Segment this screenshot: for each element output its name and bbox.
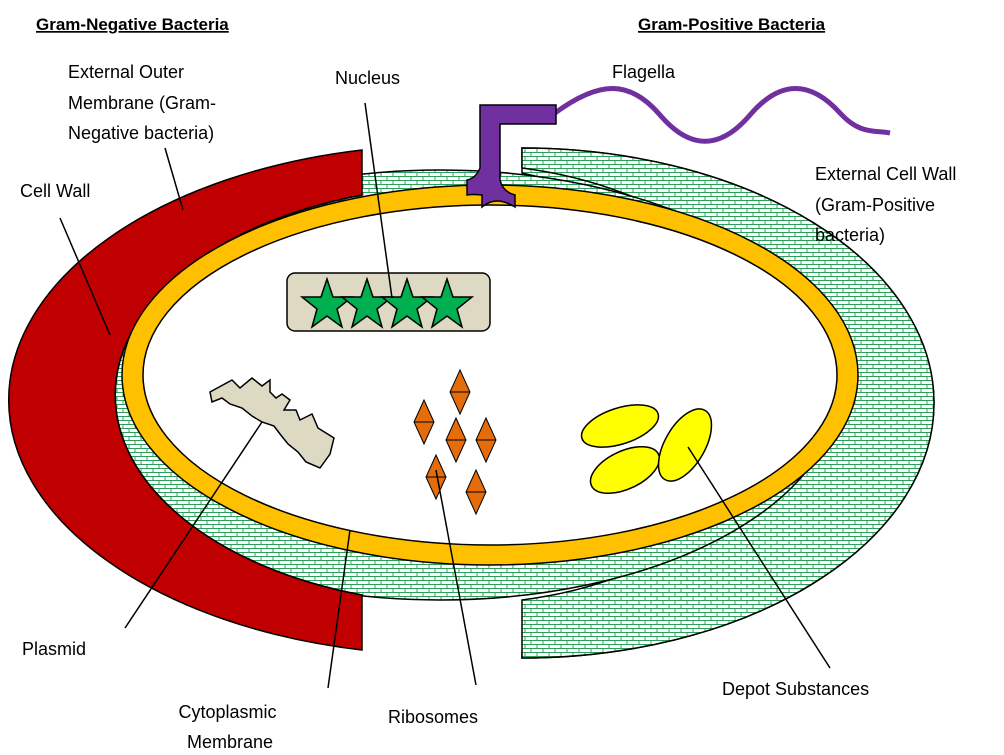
label-flagella: Flagella bbox=[612, 62, 676, 82]
cytoplasm bbox=[143, 205, 837, 545]
label-nucleus: Nucleus bbox=[335, 68, 400, 88]
label-depot-substances: Depot Substances bbox=[722, 679, 869, 699]
header-gram-negative: Gram-Negative Bacteria bbox=[36, 15, 229, 34]
label-outer-membrane: External Outer Membrane (Gram- Negative … bbox=[68, 62, 221, 143]
label-external-cell-wall: External Cell Wall (Gram-Positive bacter… bbox=[815, 164, 961, 245]
header-gram-positive: Gram-Positive Bacteria bbox=[638, 15, 826, 34]
label-cell-wall: Cell Wall bbox=[20, 181, 90, 201]
label-ribosomes: Ribosomes bbox=[388, 707, 478, 727]
label-plasmid: Plasmid bbox=[22, 639, 86, 659]
label-cytoplasmic-membrane: Cytoplasmic Membrane bbox=[178, 702, 281, 752]
flagella bbox=[555, 88, 890, 141]
